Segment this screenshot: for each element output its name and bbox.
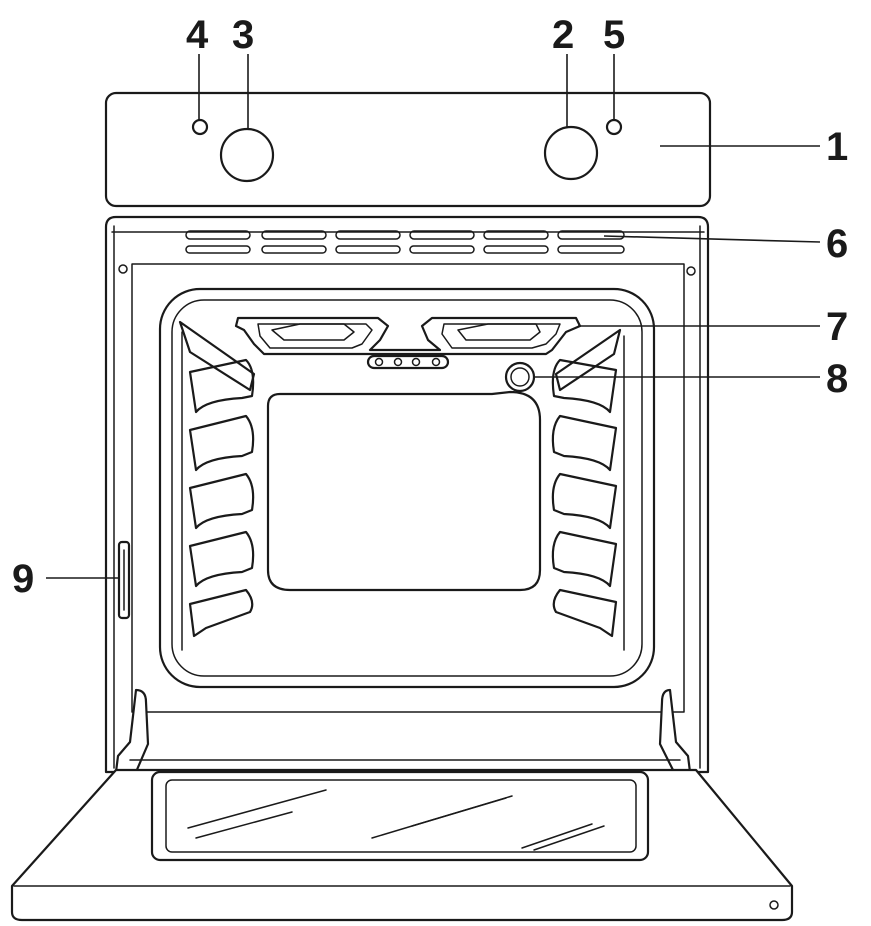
callout-2: 2 <box>552 13 574 57</box>
door-hinge-right <box>658 688 692 774</box>
callout-6: 6 <box>826 222 848 266</box>
callout-4: 4 <box>186 13 209 57</box>
callout-9: 9 <box>12 557 34 601</box>
ventilation-slots <box>185 230 625 254</box>
shelf-runners-right <box>551 328 625 651</box>
callout-7: 7 <box>826 305 848 349</box>
leader-line-6 <box>603 235 821 243</box>
oven-door <box>10 759 794 922</box>
inner-frame <box>118 263 696 713</box>
callout-5: 5 <box>603 13 625 57</box>
oven-body <box>104 215 710 774</box>
callout-8: 8 <box>826 357 848 401</box>
grill-element <box>234 316 582 370</box>
door-seal <box>117 540 131 620</box>
callout-3: 3 <box>232 13 254 57</box>
control-knob-left <box>219 127 275 183</box>
shelf-runners-left <box>178 320 256 651</box>
oven-cavity <box>158 287 656 689</box>
door-hinge-left <box>114 688 150 774</box>
door-glass-reflections <box>187 789 605 851</box>
indicator-light-left <box>191 118 209 136</box>
callout-1: 1 <box>826 125 848 169</box>
control-panel <box>104 91 712 208</box>
control-knob-right <box>543 125 599 181</box>
